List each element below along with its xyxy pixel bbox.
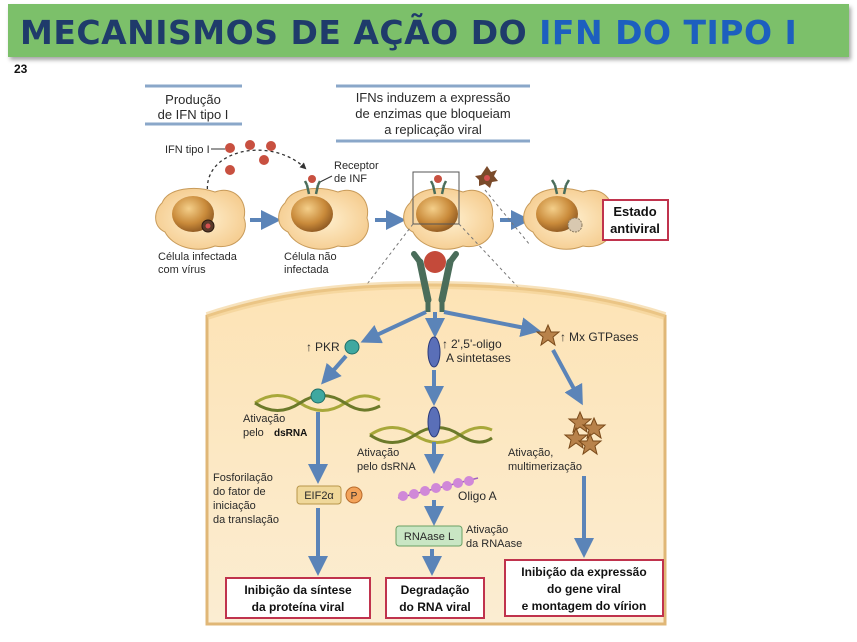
uninfected-cell-line-1: Célula não (284, 251, 337, 263)
ifn-receptor (411, 251, 459, 312)
production-line-2: de IFN tipo I (158, 107, 229, 122)
title-highlight: IFN DO TIPO I (539, 13, 798, 52)
svg-text:A sintetases: A sintetases (446, 351, 511, 365)
svg-text:Inibição da síntese: Inibição da síntese (244, 583, 352, 597)
slide-title: MECANISMOS DE AÇÃO DO IFN DO TIPO I (20, 13, 797, 52)
svg-text:Ativação: Ativação (243, 413, 285, 425)
svg-text:pelo dsRNA: pelo dsRNA (357, 461, 416, 473)
svg-text:Ativação,: Ativação, (508, 447, 553, 459)
slide-number: 23 (14, 62, 28, 76)
infected-cell-line-2: com vírus (158, 264, 206, 276)
svg-text:Estado: Estado (613, 204, 656, 219)
svg-text:Ativação: Ativação (466, 524, 508, 536)
svg-text:da RNAase: da RNAase (466, 538, 522, 550)
responding-cell (403, 166, 498, 250)
result-protein-inhibition: Inibição da síntese da proteína viral (225, 577, 371, 619)
antiviral-cell (523, 179, 614, 250)
svg-text:antiviral: antiviral (610, 221, 660, 236)
svg-text:2',5'-oligo: 2',5'-oligo (451, 337, 502, 351)
svg-text:iniciação: iniciação (213, 500, 256, 512)
svg-text:e montagem do vírion: e montagem do vírion (522, 599, 647, 613)
pkr-pathway: ↑ PKR Ativação pelo dsRNA Fosforilação d… (213, 339, 381, 576)
box-production: Produção de IFN tipo I (145, 84, 242, 126)
svg-text:↑: ↑ (306, 340, 312, 354)
svg-text:Ativação: Ativação (357, 447, 399, 459)
eif2a-label: EIF2α (304, 490, 334, 502)
mx-pathway: ↑ Mx GTPases Ativação, multimerização (508, 323, 638, 558)
svg-text:multimerização: multimerização (508, 461, 582, 473)
induction-line-2: de enzimas que bloqueiam (355, 106, 510, 121)
svg-text:de INF: de INF (334, 173, 367, 185)
svg-text:do RNA viral: do RNA viral (399, 600, 471, 614)
title-bar: MECANISMOS DE AÇÃO DO IFN DO TIPO I (8, 4, 849, 57)
induction-line-3: a replicação viral (384, 122, 482, 137)
svg-text:Degradação: Degradação (401, 583, 470, 597)
phosphate-label: P (351, 491, 358, 502)
title-main: MECANISMOS DE AÇÃO DO (20, 13, 540, 52)
svg-text:Fosforilação: Fosforilação (213, 472, 273, 484)
oas-pathway: ↑ 2',5'-oligo A sintetases Ativação pelo… (357, 336, 522, 576)
svg-text:da proteína viral: da proteína viral (252, 600, 345, 614)
svg-text:da translação: da translação (213, 514, 279, 526)
svg-text:↑: ↑ (560, 330, 566, 344)
induction-line-1: IFNs induzem a expressão (356, 90, 511, 105)
receptor-label: Receptor de INF (319, 160, 379, 185)
result-gene-expression-inhibition: Inibição da expressão do gene viral e mo… (504, 559, 664, 617)
ifn-molecules: IFN tipo I (165, 140, 307, 196)
rnase-l-label: RNAase L (404, 531, 454, 543)
result-rna-degradation: Degradação do RNA viral (385, 577, 485, 619)
svg-text:↑: ↑ (442, 337, 448, 351)
svg-text:do fator de: do fator de (213, 486, 266, 498)
box-induction: IFNs induzem a expressão de enzimas que … (336, 84, 530, 143)
infected-cell-line-1: Célula infectada (158, 251, 238, 263)
uninfected-cell (278, 175, 369, 250)
uninfected-cell-line-2: infectada (284, 264, 330, 276)
mx-label: Mx GTPases (569, 330, 638, 344)
oligo-a-label: Oligo A (458, 489, 497, 503)
infected-cell (155, 187, 246, 250)
production-line-1: Produção (165, 92, 221, 107)
ifn-label: IFN tipo I (165, 144, 210, 156)
antiviral-state-box: Estado antiviral (602, 199, 669, 241)
pkr-dsrna-label: dsRNA (274, 428, 307, 439)
svg-text:Inibição da expressão: Inibição da expressão (521, 565, 646, 579)
svg-text:pelo: pelo (243, 427, 264, 439)
svg-text:do gene viral: do gene viral (547, 582, 621, 596)
pkr-label: PKR (315, 340, 340, 354)
svg-text:Receptor: Receptor (334, 160, 379, 172)
